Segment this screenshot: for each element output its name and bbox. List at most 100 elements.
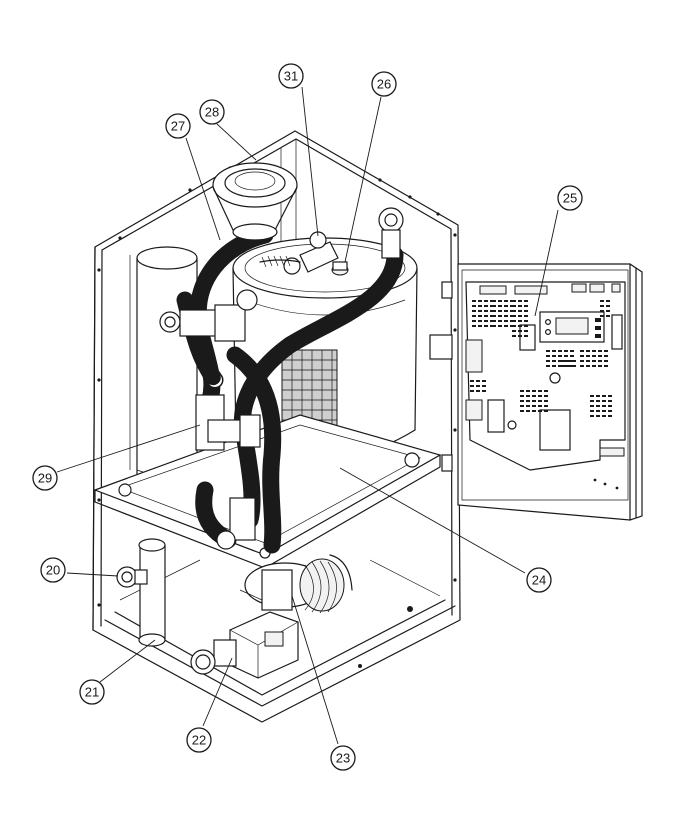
- vent-slot: [524, 310, 528, 312]
- vent-slot: [546, 360, 550, 362]
- vent-slot: [526, 395, 530, 397]
- vent-slot: [484, 325, 488, 327]
- callout-24: 24: [526, 567, 552, 593]
- callout-bubbles: 31 26 28 27 25 29 20 24: [32, 63, 583, 771]
- vent-slot: [600, 310, 604, 312]
- callout-28: 28: [199, 99, 225, 125]
- vent-slot: [478, 305, 482, 307]
- vent-slot: [532, 410, 536, 412]
- vent-slot: [492, 315, 496, 317]
- vent-slot: [598, 360, 602, 362]
- vent-slot: [472, 315, 476, 317]
- vent-slot: [504, 315, 508, 317]
- vent-slot: [518, 300, 522, 302]
- vent-slot: [484, 320, 488, 322]
- vent-slot: [504, 310, 508, 312]
- vent-slot: [564, 350, 568, 352]
- vent-slot: [606, 300, 610, 302]
- vent-slot: [470, 390, 474, 392]
- vent-slot: [492, 320, 496, 322]
- vent-slot: [596, 410, 600, 412]
- vent-slot: [498, 300, 502, 302]
- vent-slot: [592, 350, 596, 352]
- vent-slot: [526, 400, 530, 402]
- vent-slot: [472, 320, 476, 322]
- vent-slot: [524, 300, 528, 302]
- vent-slot: [476, 390, 480, 392]
- vent-slot: [512, 330, 516, 332]
- vent-slot: [484, 315, 488, 317]
- vent-slot: [484, 310, 488, 312]
- vent-slot: [608, 405, 612, 407]
- vent-slot: [504, 300, 508, 302]
- vent-slot: [604, 360, 608, 362]
- vent-slot: [544, 410, 548, 412]
- vent-slot: [546, 365, 550, 367]
- vent-slot: [580, 360, 584, 362]
- vent-slot: [518, 330, 522, 332]
- vent-slot: [570, 350, 574, 352]
- vent-slot: [602, 415, 606, 417]
- vent-slot: [512, 320, 516, 322]
- vent-slot: [608, 395, 612, 397]
- vent-slot: [526, 410, 530, 412]
- vent-slot: [498, 320, 502, 322]
- vent-slot: [532, 395, 536, 397]
- gas-valve: [190, 611, 299, 679]
- vent-slot: [520, 410, 524, 412]
- vent-slot: [532, 390, 536, 392]
- vent-slot: [560, 365, 564, 367]
- vent-slot: [476, 385, 480, 387]
- vent-slot: [592, 365, 596, 367]
- vent-slot: [524, 330, 528, 332]
- vent-slot: [512, 305, 516, 307]
- svg-text:28: 28: [205, 105, 219, 120]
- vent-slot: [592, 360, 596, 362]
- vent-slot: [518, 320, 522, 322]
- vent-slot: [572, 365, 576, 367]
- vent-slot: [600, 300, 604, 302]
- svg-text:26: 26: [377, 77, 391, 92]
- vent-slot: [498, 325, 502, 327]
- vent-slot: [478, 320, 482, 322]
- vent-slot: [598, 350, 602, 352]
- vent-slot: [470, 380, 474, 382]
- leader-lines: [56, 86, 559, 745]
- callout-25: 25: [557, 185, 583, 211]
- vent-slot: [592, 355, 596, 357]
- vent-slot: [580, 365, 584, 367]
- vent-slot: [558, 355, 562, 357]
- vent-slot: [482, 390, 486, 392]
- vent-slot: [520, 390, 524, 392]
- vent-slot: [586, 365, 590, 367]
- vent-slot: [518, 315, 522, 317]
- vent-slot: [544, 405, 548, 407]
- vent-slot: [498, 310, 502, 312]
- vent-slot: [602, 405, 606, 407]
- control-panel-door: [429, 263, 643, 521]
- vent-slot: [478, 310, 482, 312]
- vent-slot: [608, 400, 612, 402]
- vent-slot: [538, 395, 542, 397]
- vent-slot: [590, 395, 594, 397]
- svg-text:29: 29: [38, 471, 52, 486]
- vent-slot: [512, 300, 516, 302]
- vent-slot: [492, 305, 496, 307]
- vent-slot: [596, 395, 600, 397]
- svg-text:20: 20: [46, 563, 60, 578]
- vent-slot: [552, 350, 556, 352]
- callout-22: 22: [186, 727, 212, 753]
- vent-slot: [524, 320, 528, 322]
- vent-slot: [590, 400, 594, 402]
- vent-slot: [470, 385, 474, 387]
- vent-slot: [596, 415, 600, 417]
- vent-slot: [472, 310, 476, 312]
- vent-slot: [590, 415, 594, 417]
- vent-slot: [580, 350, 584, 352]
- svg-text:23: 23: [336, 751, 350, 766]
- vent-slot: [598, 355, 602, 357]
- fan-assembly: [239, 554, 353, 614]
- vent-slot: [524, 335, 528, 337]
- vent-slot: [604, 365, 608, 367]
- vent-slot: [586, 350, 590, 352]
